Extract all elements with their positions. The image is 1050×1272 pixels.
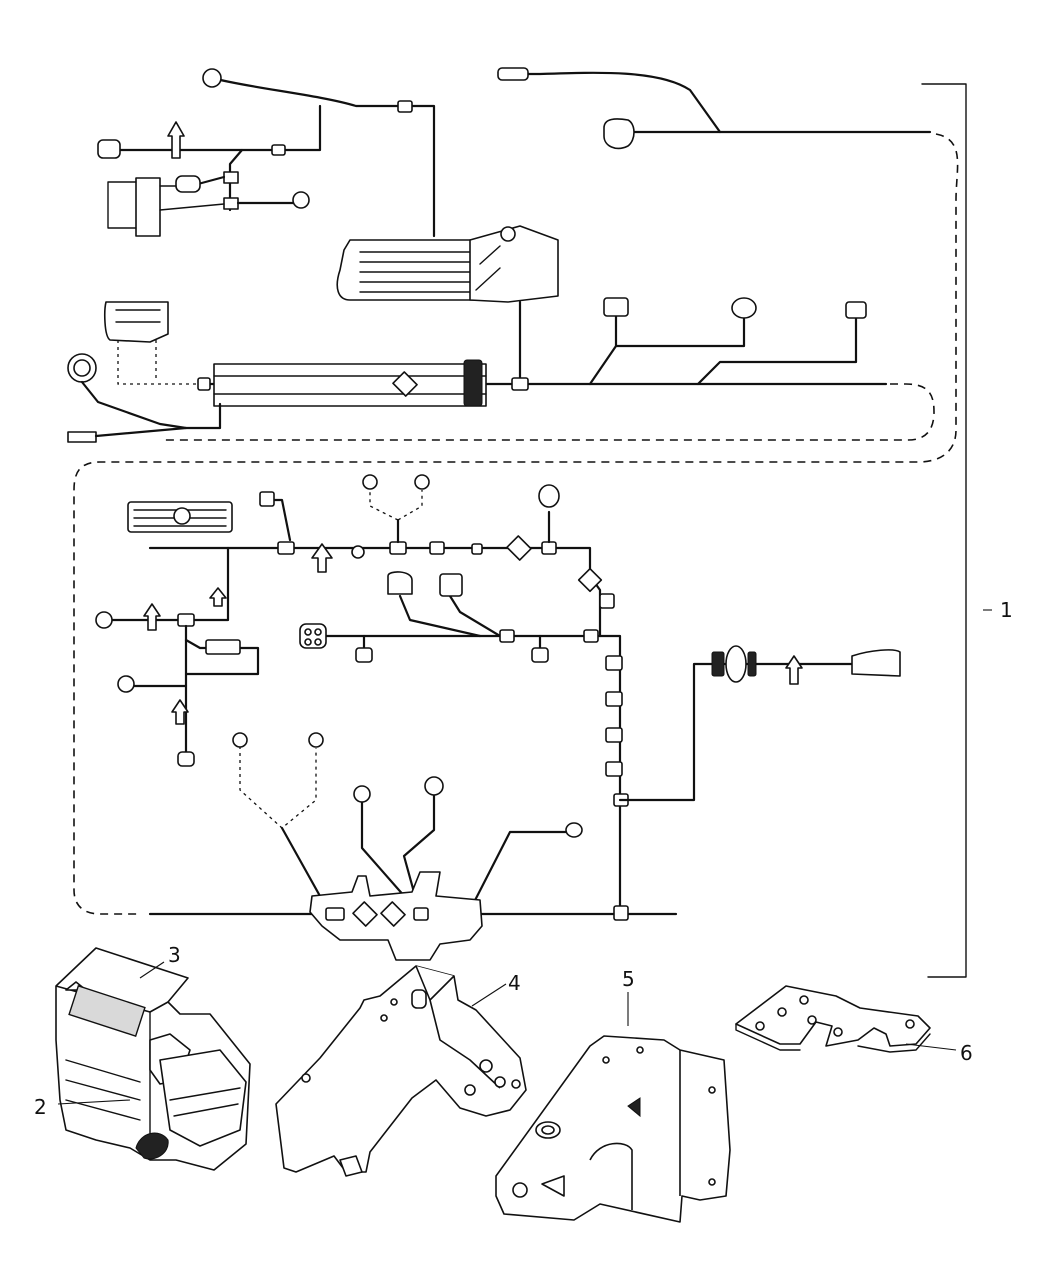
mounting-bracket-5 (495, 1035, 731, 1223)
callout-3-leader (139, 961, 165, 979)
callout-2-leader (57, 1099, 131, 1105)
assembly-bracket (921, 83, 967, 978)
callout-6: 6 (960, 1041, 973, 1065)
callout-6-leader (905, 1043, 957, 1051)
lower-harness (95, 474, 901, 961)
power-distribution-center (55, 947, 251, 1171)
callout-3: 3 (168, 943, 181, 967)
upper-harness (73, 67, 959, 915)
callout-4: 4 (508, 971, 521, 995)
mounting-plate-6 (735, 985, 931, 1053)
callout-5: 5 (622, 967, 635, 991)
callout-1: 1 (1000, 598, 1013, 622)
upper-trunk (67, 297, 888, 443)
mounting-bracket-4 (275, 965, 527, 1177)
callout-4-leader (471, 983, 507, 1007)
callout-2: 2 (34, 1095, 47, 1119)
